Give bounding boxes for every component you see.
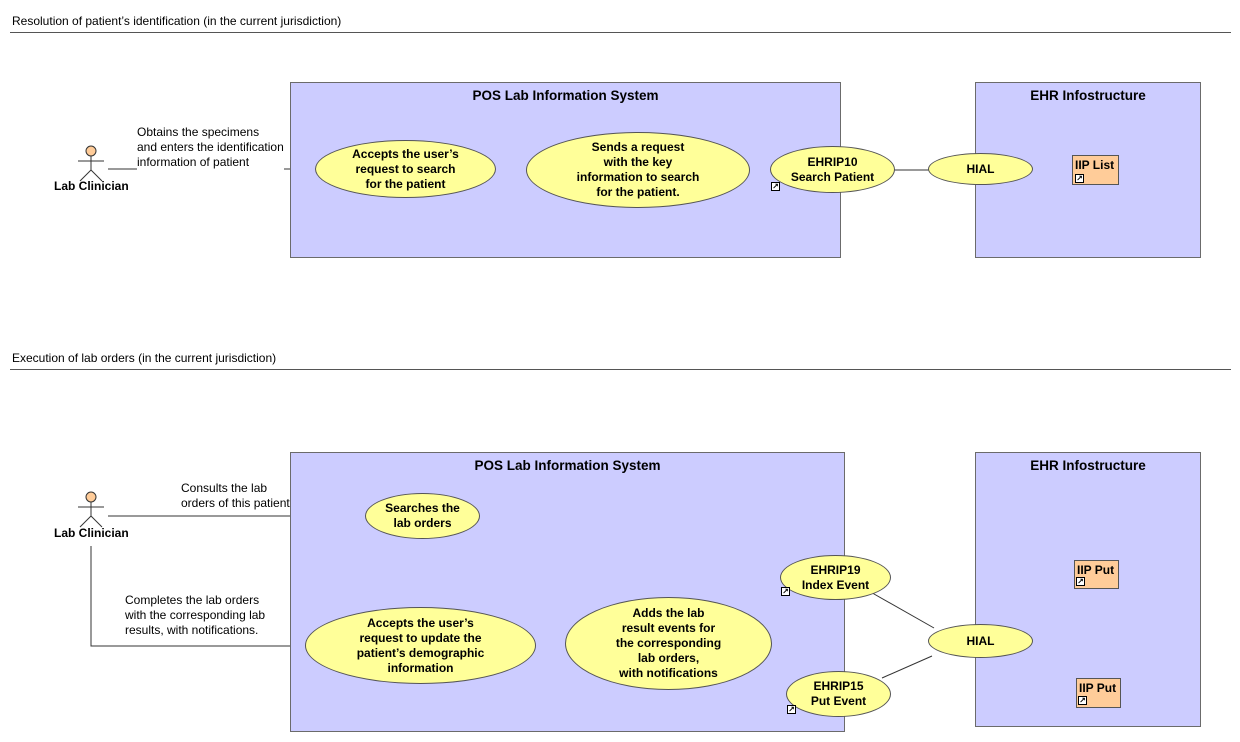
ehrip19-to-hial-line bbox=[866, 589, 935, 629]
lab-clinician-actor-icon bbox=[78, 491, 104, 528]
system-title: POS Lab Information System bbox=[472, 88, 659, 103]
use-case-hial[interactable]: HIAL bbox=[928, 153, 1033, 185]
actor-note: Obtains the specimens and enters the ide… bbox=[137, 125, 284, 170]
pos-lab-information-system-box: POS Lab Information System bbox=[290, 452, 845, 732]
interface-label: IIP List bbox=[1075, 158, 1115, 172]
ehrip15-to-hial-line bbox=[881, 655, 933, 679]
use-case-label: EHRIP19 Index Event bbox=[801, 562, 870, 592]
section-title: Execution of lab orders (in the current … bbox=[12, 351, 277, 365]
use-case-label: EHRIP15 Put Event bbox=[810, 679, 867, 708]
use-case-label: Accepts the user’s request to update the… bbox=[356, 615, 485, 675]
actor-note: Completes the lab orders with the corres… bbox=[125, 593, 266, 638]
lab-clinician-actor-icon bbox=[78, 145, 104, 182]
section-divider bbox=[10, 369, 1231, 370]
section-divider bbox=[10, 32, 1231, 33]
use-case-label: Accepts the user’s request to search for… bbox=[352, 146, 459, 191]
interface-iip-put[interactable]: IIP Put bbox=[1074, 560, 1119, 589]
actor-label: Lab Clinician bbox=[54, 179, 129, 193]
use-case-label: Adds the lab result events for the corre… bbox=[615, 606, 722, 680]
use-case-accept-update[interactable]: Accepts the user’s request to update the… bbox=[305, 607, 536, 684]
use-case-label: EHRIP10 Search Patient bbox=[790, 154, 875, 184]
use-case-label: Sends a request with the key information… bbox=[576, 140, 700, 199]
use-case-label: Searches the lab orders bbox=[385, 501, 460, 530]
link-arrow-icon: ↗ bbox=[781, 587, 790, 596]
actor-label: Lab Clinician bbox=[54, 526, 129, 540]
link-arrow-icon: ↗ bbox=[1078, 696, 1087, 705]
use-case-accept-search[interactable]: Accepts the user’s request to search for… bbox=[315, 140, 496, 198]
system-title: EHR Infostructure bbox=[1030, 88, 1146, 103]
use-case-send-request[interactable]: Sends a request with the key information… bbox=[526, 132, 750, 208]
actor-to-accept-update-line bbox=[90, 546, 306, 647]
link-arrow-icon: ↗ bbox=[787, 705, 796, 714]
system-title: POS Lab Information System bbox=[474, 458, 661, 473]
use-case-add-results[interactable]: Adds the lab result events for the corre… bbox=[565, 597, 772, 690]
link-arrow-icon: ↗ bbox=[1075, 174, 1084, 183]
link-arrow-icon: ↗ bbox=[1076, 577, 1085, 586]
interface-iip-put[interactable]: IIP Put bbox=[1076, 678, 1121, 708]
actor-note: Consults the lab orders of this patient bbox=[181, 481, 290, 511]
system-title: EHR Infostructure bbox=[1030, 458, 1146, 473]
use-case-hial[interactable]: HIAL bbox=[928, 624, 1033, 658]
interface-label: IIP Put bbox=[1077, 563, 1115, 577]
use-case-ehrip19[interactable]: EHRIP19 Index Event bbox=[780, 555, 891, 600]
use-case-search-orders[interactable]: Searches the lab orders bbox=[365, 493, 480, 539]
interface-label: IIP Put bbox=[1079, 681, 1117, 695]
use-case-label: HIAL bbox=[966, 161, 995, 176]
use-case-label: HIAL bbox=[966, 633, 995, 648]
use-case-ehrip10[interactable]: EHRIP10 Search Patient bbox=[770, 146, 895, 193]
use-case-ehrip15[interactable]: EHRIP15 Put Event bbox=[786, 671, 891, 717]
section-title: Resolution of patient’s identification (… bbox=[12, 14, 342, 28]
link-arrow-icon: ↗ bbox=[771, 182, 780, 191]
